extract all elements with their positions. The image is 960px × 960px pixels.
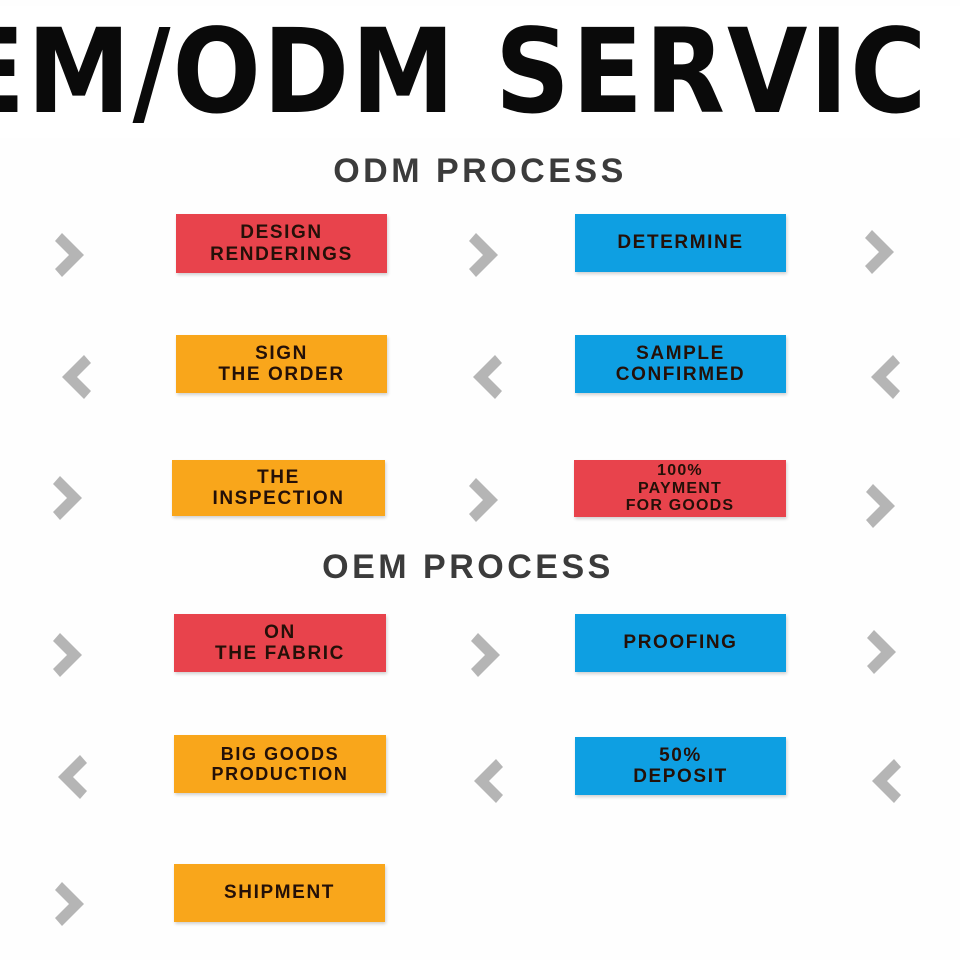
process-box-100-percent-payment-for-goods[interactable]: 100% PAYMENT FOR GOODS <box>574 460 786 517</box>
box-line: INSPECTION <box>212 488 345 509</box>
process-box-design-renderings[interactable]: DESIGN RENDERINGS <box>176 214 387 273</box>
process-row-5: BIG GOODS PRODUCTION 50% DEPOSIT <box>0 735 960 815</box>
chevron-right-icon <box>466 229 506 281</box>
process-box-on-the-fabric[interactable]: ON THE FABRIC <box>174 614 386 672</box>
chevron-right-icon <box>52 229 92 281</box>
chevron-right-icon <box>864 626 904 678</box>
box-line: ON <box>264 621 296 643</box>
page-title: EM/ODM SERVIC <box>0 6 929 138</box>
chevron-right-icon <box>863 480 903 532</box>
box-line: FOR GOODS <box>625 497 735 515</box>
box-line: PRODUCTION <box>211 764 349 784</box>
chevron-right-icon <box>50 472 90 524</box>
box-line: PAYMENT <box>638 479 722 497</box>
chevron-right-icon <box>466 474 506 526</box>
process-box-proofing[interactable]: PROOFING <box>575 614 786 672</box>
section-heading-oem: OEM PROCESS <box>322 548 614 586</box>
process-row-1: DESIGN RENDERINGS DETERMINE <box>0 214 960 294</box>
chevron-right-icon <box>468 629 508 681</box>
box-line: THE ORDER <box>218 364 345 385</box>
chevron-left-icon <box>465 351 505 403</box>
process-box-shipment[interactable]: SHIPMENT <box>174 864 385 922</box>
chevron-left-icon <box>466 755 506 807</box>
process-box-sample-confirmed[interactable]: SAMPLE CONFIRMED <box>575 335 786 393</box>
box-line: 100% <box>657 461 703 479</box>
box-line: PROOFING <box>623 632 738 654</box>
box-line: THE <box>257 466 300 488</box>
box-line: DETERMINE <box>617 232 744 254</box>
process-box-big-goods-production[interactable]: BIG GOODS PRODUCTION <box>174 735 386 793</box>
process-box-the-inspection[interactable]: THE INSPECTION <box>172 460 385 516</box>
process-box-50-percent-deposit[interactable]: 50% DEPOSIT <box>575 737 786 795</box>
chevron-left-icon <box>863 351 903 403</box>
box-line: SAMPLE <box>636 342 725 364</box>
box-line: SIGN <box>255 342 308 364</box>
box-line: THE FABRIC <box>215 643 345 664</box>
process-row-3: THE INSPECTION 100% PAYMENT FOR GOODS <box>0 458 960 538</box>
chevron-right-icon <box>862 226 902 278</box>
box-line: DESIGN <box>240 222 323 244</box>
box-line: CONFIRMED <box>615 364 746 385</box>
section-heading-odm: ODM PROCESS <box>333 152 627 190</box>
box-line: SHIPMENT <box>224 882 335 904</box>
process-box-determine[interactable]: DETERMINE <box>575 214 786 272</box>
box-line: RENDERINGS <box>210 243 353 265</box>
chevron-left-icon <box>864 755 904 807</box>
box-line: BIG GOODS <box>220 743 340 764</box>
process-row-4: ON THE FABRIC PROOFING <box>0 614 960 694</box>
chevron-left-icon <box>54 351 94 403</box>
process-row-6: SHIPMENT <box>0 856 960 936</box>
chevron-left-icon <box>50 751 90 803</box>
process-box-sign-the-order[interactable]: SIGN THE ORDER <box>176 335 387 393</box>
process-row-2: SIGN THE ORDER SAMPLE CONFIRMED <box>0 335 960 415</box>
box-line: 50% <box>659 744 702 766</box>
box-line: DEPOSIT <box>633 766 728 787</box>
banner-title-area: EM/ODM SERVIC <box>0 6 960 138</box>
chevron-right-icon <box>50 629 90 681</box>
chevron-right-icon <box>52 878 92 930</box>
